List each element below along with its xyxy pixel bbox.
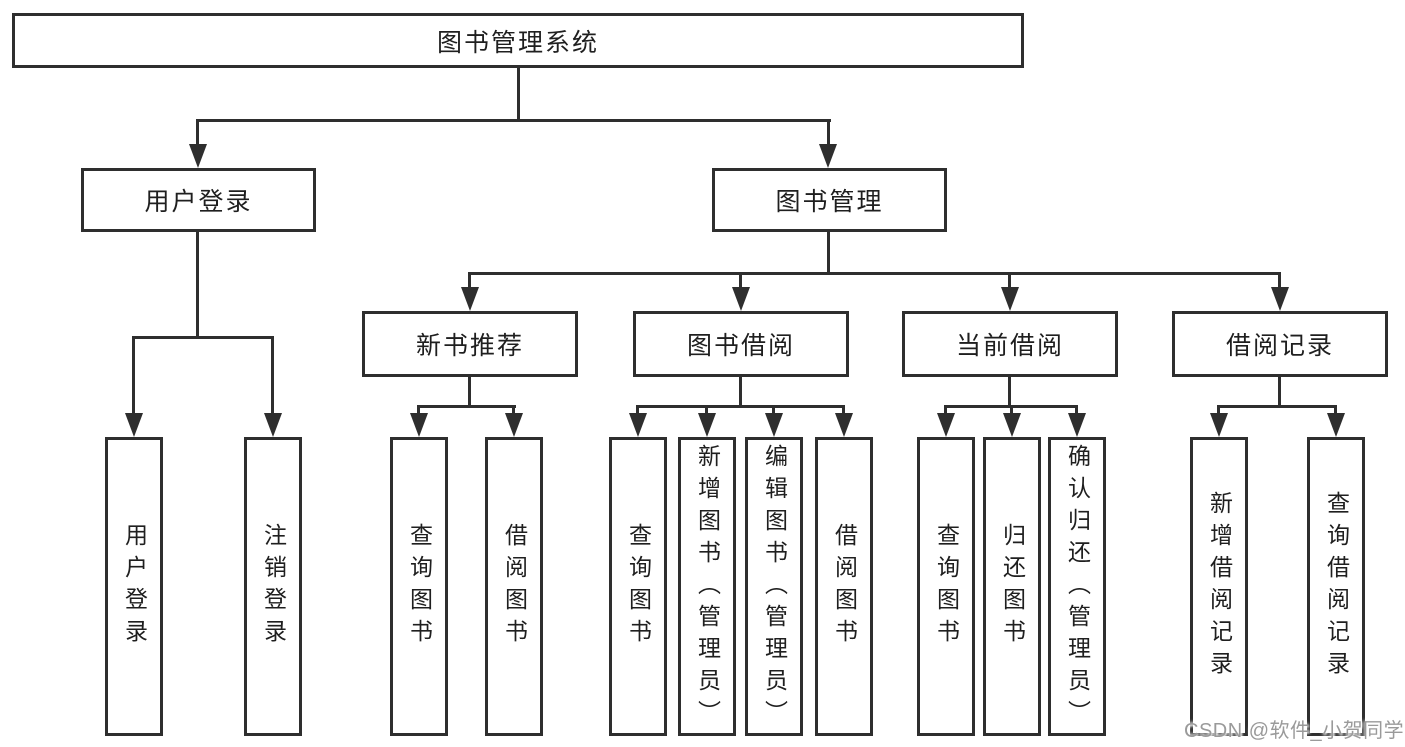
node-current-borrow: 当前借阅 [902, 311, 1118, 377]
leaf-logout: 注销登录 [244, 437, 302, 736]
connector [196, 119, 831, 122]
connector [132, 336, 135, 414]
connector [827, 119, 830, 146]
connector [468, 272, 1281, 275]
connector [1217, 405, 1220, 415]
leaf-current-query-book: 查询图书 [917, 437, 975, 736]
connector [1278, 272, 1281, 288]
arrowhead-icon [1210, 413, 1228, 437]
leaf-record-query-record: 查询借阅记录 [1307, 437, 1365, 736]
connector [739, 272, 742, 288]
leaf-recommend-query-book: 查询图书 [390, 437, 448, 736]
arrowhead-icon [264, 413, 282, 437]
node-new-book-recommend: 新书推荐 [362, 311, 578, 377]
connector [468, 272, 471, 288]
connector [1075, 405, 1078, 415]
connector [842, 405, 845, 415]
connector [1008, 272, 1011, 288]
connector [944, 405, 947, 415]
connector [517, 66, 520, 119]
connector [1217, 405, 1337, 408]
connector [196, 232, 199, 337]
arrowhead-icon [835, 413, 853, 437]
leaf-current-confirm-return-admin: 确认归还（管理员） [1048, 437, 1106, 736]
arrowhead-icon [698, 413, 716, 437]
csdn-watermark: CSDN @软件_小贺同学 [1184, 720, 1405, 742]
arrowhead-icon [765, 413, 783, 437]
node-root: 图书管理系统 [12, 13, 1024, 68]
connector [132, 336, 274, 339]
leaf-borrow-query-book: 查询图书 [609, 437, 667, 736]
node-book-management: 图书管理 [712, 168, 947, 232]
connector [417, 405, 420, 415]
connector [271, 336, 274, 414]
leaf-borrow-edit-book-admin: 编辑图书（管理员） [745, 437, 803, 736]
connector [636, 405, 639, 415]
connector [417, 405, 516, 408]
connector [1278, 377, 1281, 406]
arrowhead-icon [461, 287, 479, 311]
arrowhead-icon [819, 144, 837, 168]
arrowhead-icon [505, 413, 523, 437]
leaf-recommend-borrow-book: 借阅图书 [485, 437, 543, 736]
connector [468, 377, 471, 406]
arrowhead-icon [937, 413, 955, 437]
arrowhead-icon [1271, 287, 1289, 311]
connector [1010, 405, 1013, 415]
connector [636, 405, 845, 408]
arrowhead-icon [410, 413, 428, 437]
node-user-login: 用户登录 [81, 168, 316, 232]
leaf-record-add-record: 新增借阅记录 [1190, 437, 1248, 736]
connector [827, 232, 830, 272]
connector [1008, 377, 1011, 406]
connector [196, 119, 199, 146]
leaf-borrow-add-book-admin: 新增图书（管理员） [678, 437, 736, 736]
arrowhead-icon [189, 144, 207, 168]
connector [1334, 405, 1337, 415]
arrowhead-icon [1327, 413, 1345, 437]
arrowhead-icon [1003, 413, 1021, 437]
arrowhead-icon [732, 287, 750, 311]
arrowhead-icon [1068, 413, 1086, 437]
connector [512, 405, 515, 415]
leaf-borrow-borrow-book: 借阅图书 [815, 437, 873, 736]
node-book-borrow: 图书借阅 [633, 311, 849, 377]
arrowhead-icon [125, 413, 143, 437]
node-borrow-record: 借阅记录 [1172, 311, 1388, 377]
connector [705, 405, 708, 415]
leaf-current-return-book: 归还图书 [983, 437, 1041, 736]
leaf-user-login: 用户登录 [105, 437, 163, 736]
arrowhead-icon [629, 413, 647, 437]
arrowhead-icon [1001, 287, 1019, 311]
connector [739, 377, 742, 406]
connector [772, 405, 775, 415]
